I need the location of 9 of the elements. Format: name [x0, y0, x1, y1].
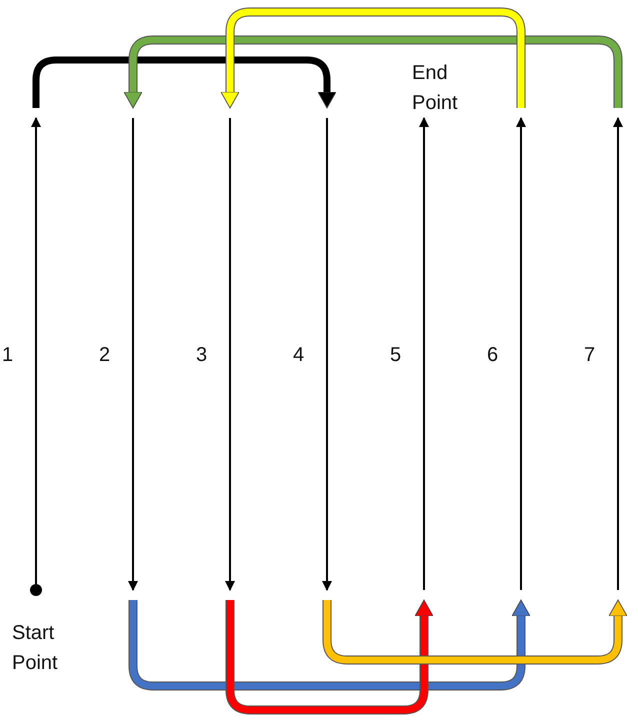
point-label: Start Point	[12, 621, 59, 676]
step-number: 6	[487, 344, 498, 367]
step-number: 4	[293, 344, 304, 367]
point-label: End Point	[412, 61, 459, 116]
step-number: 7	[584, 344, 596, 367]
step-number: 5	[390, 344, 402, 367]
step-number: 3	[196, 344, 208, 367]
step-number: 1	[2, 344, 14, 367]
step-number: 2	[99, 344, 110, 367]
